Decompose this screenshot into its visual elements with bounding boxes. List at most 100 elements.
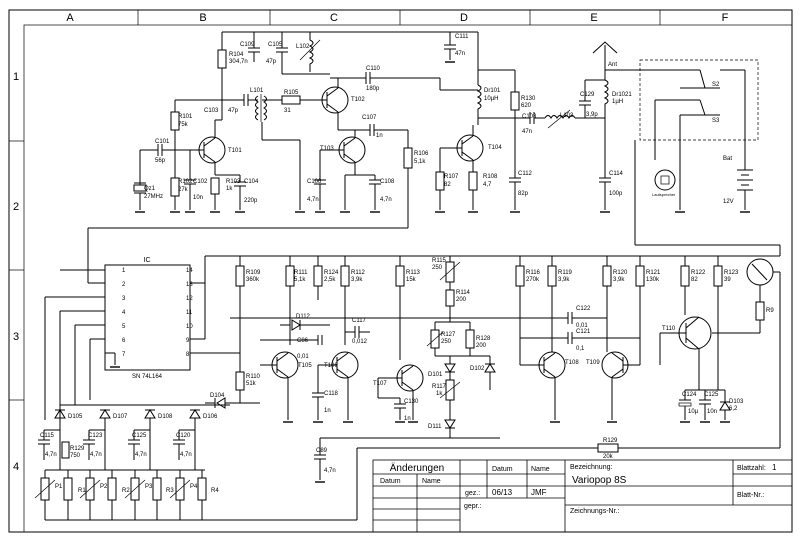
value-c110: 180p [366, 86, 380, 92]
ic-pin-14: 14 [186, 268, 193, 274]
label-l101: L101 [250, 88, 264, 94]
value-c114: 100p [609, 191, 623, 197]
label-s3: S3 [712, 118, 720, 124]
diode-d106 [189, 409, 201, 419]
value-r127: 250 [441, 339, 452, 345]
value-c117: 0,012 [352, 339, 368, 345]
designation-label: Bezeichnung: [570, 464, 612, 471]
value-r119: 3,9k [558, 277, 570, 283]
value-r110: 51k [246, 381, 257, 387]
resistor-r116 [515, 265, 525, 287]
zone-row-2: 2 [13, 201, 19, 213]
value-c107: 1n [376, 133, 383, 139]
label-r106: R106 [414, 151, 429, 157]
resistor-r4 [197, 477, 207, 501]
label-c103b: C103 [522, 114, 537, 120]
label-r3: R3 [166, 488, 174, 494]
label-lautsprecher: Lautsprecher [652, 192, 676, 197]
label-t110: T110 [662, 326, 676, 332]
diode-d107 [99, 409, 111, 419]
label-t109: T109 [586, 360, 600, 366]
diode-d104 [216, 397, 226, 409]
label-c109: C109 [240, 42, 255, 48]
label-t101: T101 [228, 148, 242, 154]
title-block: Änderungen Datum Name Datum Name gez.: g… [372, 459, 793, 533]
value-c104: 220p [244, 198, 258, 204]
resistor-r130 [510, 91, 520, 111]
value-c118: 1n [324, 408, 331, 414]
value-r124: 2,5k [324, 277, 336, 283]
label-c86: C86 [297, 338, 309, 344]
ic-pin-11: 11 [186, 310, 193, 316]
row-checked-label: gepr.: [464, 503, 482, 510]
value-c115: 4,7n [45, 452, 57, 458]
value-r108: 4,7 [483, 182, 492, 188]
ic-pin-10: 10 [186, 324, 193, 330]
resistor-r121 [635, 265, 645, 287]
value-r112: 3,9k [351, 277, 363, 283]
label-c114: C114 [609, 171, 624, 177]
ic-pin-3: 3 [122, 296, 126, 302]
label-dr101: Dr101 [484, 88, 501, 94]
value-c121: 0,1 [576, 346, 585, 352]
crystal-qz1 [133, 184, 147, 192]
control-labels: D105 D107 D108 D106 C115 4,7n R129 750 C… [40, 414, 219, 494]
choke-dr101 [476, 84, 482, 119]
resistor-r111 [285, 265, 295, 287]
value-dr1021: 1µH [612, 99, 623, 105]
interconnect [87, 140, 781, 284]
label-c121: C121 [576, 329, 591, 335]
diode-d112 [291, 319, 301, 331]
label-r116: R116 [526, 270, 541, 276]
label-r119: R119 [558, 270, 573, 276]
ic-pin-4: 4 [122, 310, 126, 316]
label-r129-750: R129 [70, 446, 85, 452]
ic-pin-5: 5 [122, 324, 126, 330]
value-r122: 82 [691, 277, 698, 283]
sheet-count-label: Blattzahl: [737, 465, 766, 472]
label-c102: C102 [193, 179, 208, 185]
label-c106: C106 [307, 179, 322, 185]
zone-row-1: 1 [13, 71, 19, 83]
ic-pin-12: 12 [186, 296, 193, 302]
label-c110: C110 [366, 66, 381, 72]
value-r101: 75k [178, 122, 189, 128]
zone-col-d: D [460, 12, 468, 24]
zone-column-labels: A B C D E F [66, 12, 728, 24]
value-r129: 20k [603, 454, 614, 460]
resistor-r129-750 [61, 441, 70, 459]
label-d101: D101 [428, 372, 443, 378]
value-qz1: 27MHz [144, 194, 163, 200]
resistor-r112 [340, 265, 350, 287]
diode-d102 [484, 363, 496, 373]
label-s2: S2 [712, 82, 720, 88]
label-c125b: C125 [132, 433, 147, 439]
designation-value: Variopop 8S [572, 475, 627, 486]
antenna-icon [592, 41, 618, 54]
label-p1: P1 [55, 484, 63, 490]
label-d106: D106 [203, 414, 218, 420]
resistor-r109 [235, 265, 245, 287]
label-t108: T108 [565, 360, 579, 366]
label-c115: C115 [40, 433, 55, 439]
ic-pin-6: 6 [122, 338, 126, 344]
resistor-r114 [445, 289, 455, 307]
zone-row-4: 4 [13, 461, 19, 473]
label-r122: R122 [691, 270, 706, 276]
label-d104: D104 [210, 393, 225, 399]
label-c130: C130 [404, 399, 419, 405]
value-r106: 5,1k [414, 159, 426, 165]
diode-d108 [144, 409, 156, 419]
value-c125b: 4,7n [135, 452, 147, 458]
label-r117: R117 [432, 384, 447, 390]
zone-row-3: 3 [13, 331, 19, 343]
zone-row-labels: 1 2 3 4 [13, 71, 19, 473]
label-d107: D107 [113, 414, 128, 420]
label-t105: T105 [298, 363, 312, 369]
label-c105: C105 [268, 42, 283, 48]
label-r2: R2 [122, 488, 130, 494]
label-r114: R114 [456, 290, 471, 296]
label-p2: P2 [100, 484, 108, 490]
label-r1: R1 [78, 488, 86, 494]
label-r111: R111 [294, 270, 308, 276]
